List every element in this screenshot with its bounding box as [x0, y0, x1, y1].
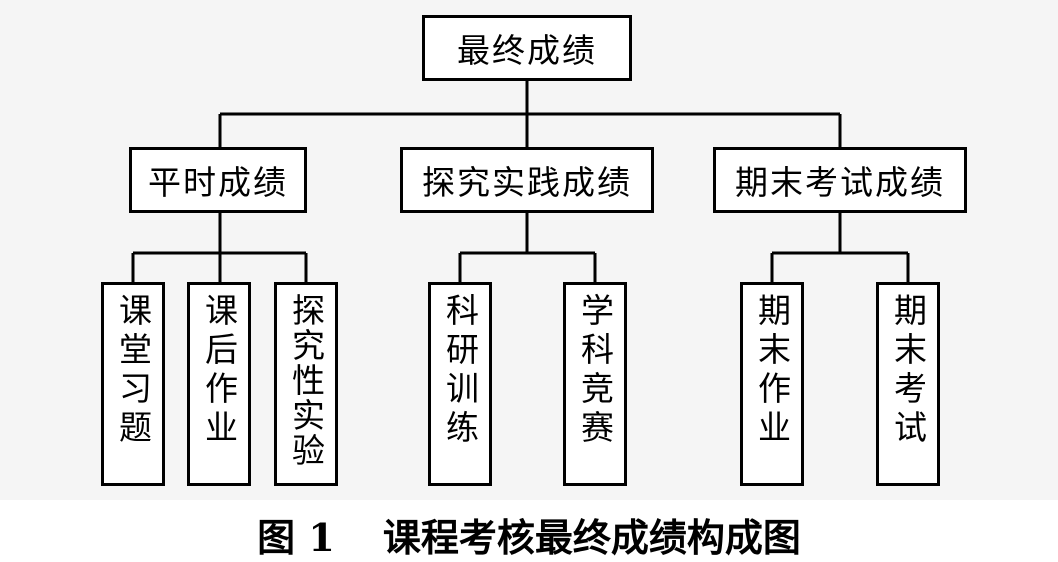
leaf-label: 科研训练	[440, 293, 480, 449]
level2-box-final-exam-grade: 期末考试成绩	[713, 147, 967, 213]
leaf-label: 期末考试	[888, 293, 928, 449]
root-label: 最终成绩	[457, 31, 597, 70]
leaf-label: 探究性实验	[286, 293, 326, 468]
leaf-box-final-exam: 期末考试	[876, 282, 940, 486]
root-box-final-grade: 最终成绩	[422, 15, 632, 81]
leaf-box-final-assignment: 期末作业	[740, 282, 804, 486]
leaf-box-homework: 课后作业	[187, 282, 251, 486]
level2-label: 期末考试成绩	[735, 163, 945, 202]
leaf-box-inquiry-experiment: 探究性实验	[274, 282, 338, 486]
level2-label: 平时成绩	[148, 163, 288, 202]
leaf-box-class-exercises: 课堂习题	[101, 282, 165, 486]
level2-box-practice-grade: 探究实践成绩	[400, 147, 654, 213]
leaf-box-subject-competition: 学科竞赛	[563, 282, 627, 486]
leaf-label: 课堂习题	[113, 293, 153, 449]
connector-lines	[131, 80, 910, 284]
figure-title: 课程考核最终成绩构成图	[382, 515, 801, 560]
leaf-label: 期末作业	[752, 293, 792, 449]
figure-number: 图 1	[257, 514, 335, 560]
leaf-label: 课后作业	[199, 293, 239, 449]
diagram-area: 最终成绩 平时成绩 探究实践成绩 期末考试成绩 课堂习题 课后作业 探究性实验 …	[101, 15, 967, 486]
level2-label: 探究实践成绩	[422, 163, 632, 202]
leaf-label: 学科竞赛	[575, 293, 615, 449]
leaf-box-research-training: 科研训练	[428, 282, 492, 486]
level2-box-regular-grade: 平时成绩	[129, 147, 307, 213]
figure-caption: 图 1 课程考核最终成绩构成图	[0, 506, 1058, 562]
